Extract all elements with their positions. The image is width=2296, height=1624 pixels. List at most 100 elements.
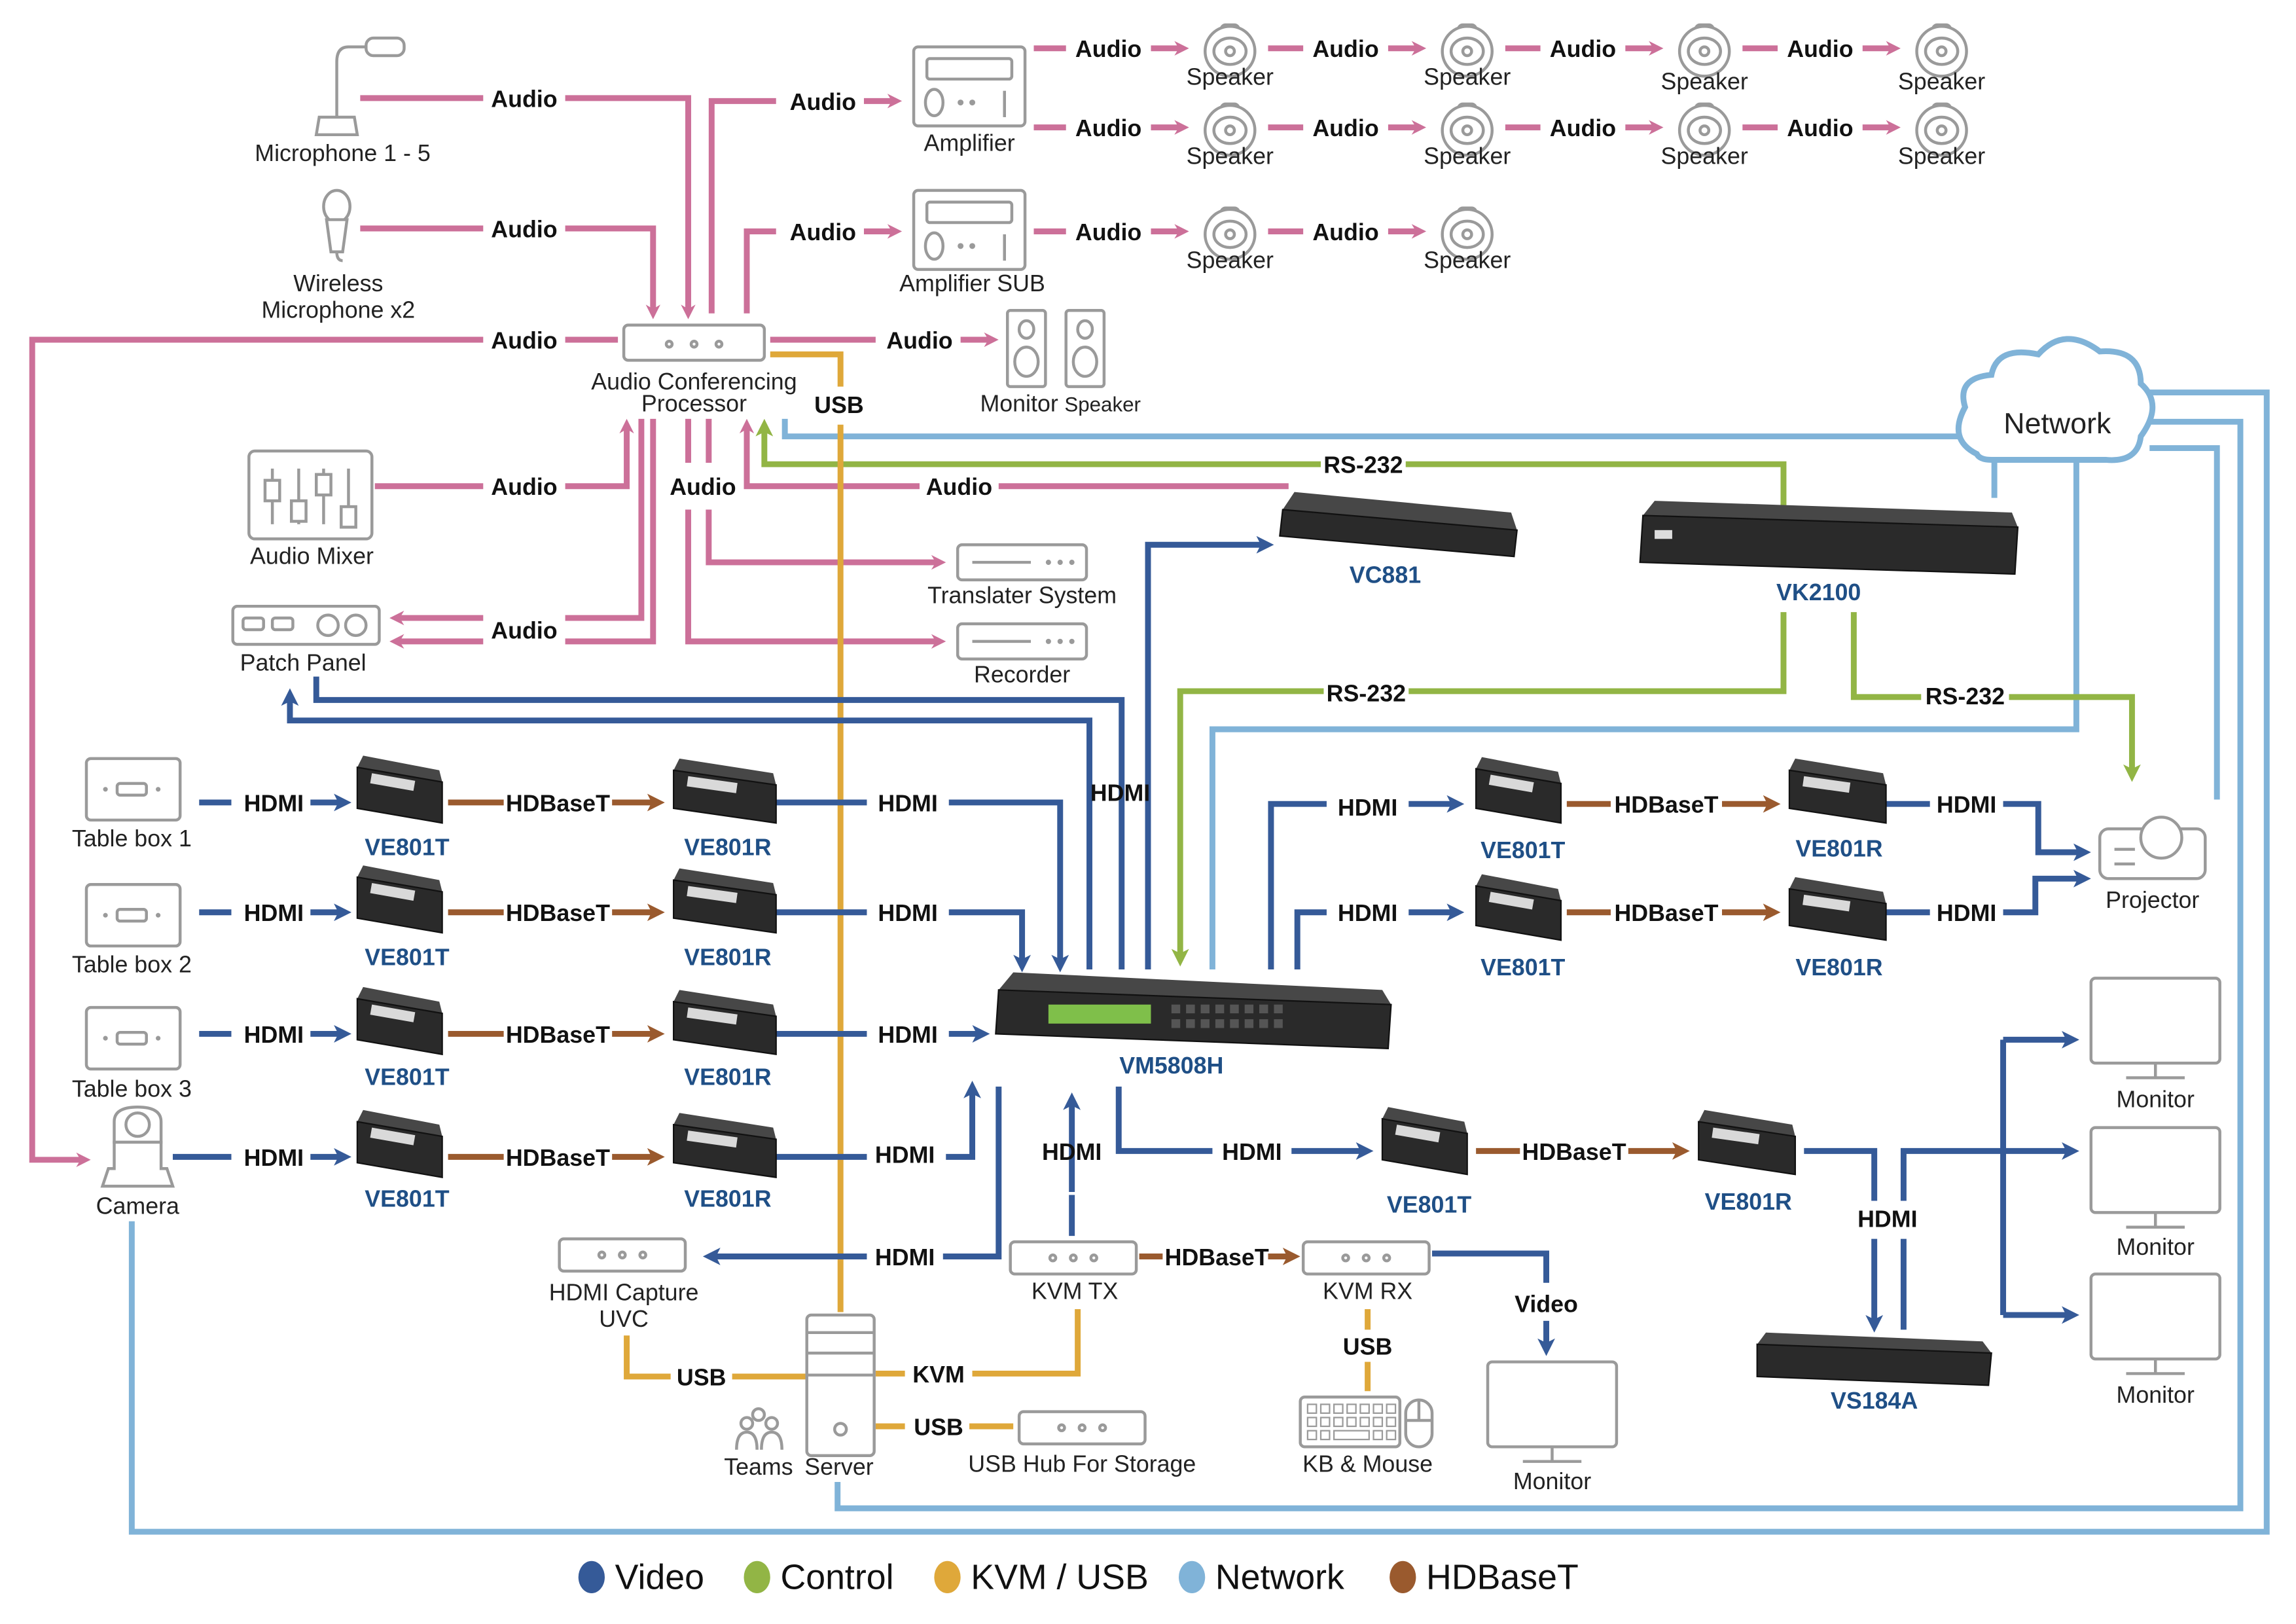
- audio-label: Audio: [1075, 219, 1141, 245]
- hdmi-capture-label-1: HDMI Capture: [549, 1280, 699, 1306]
- audio-label: Audio: [1787, 115, 1853, 141]
- hdmi-label: HDMI: [875, 1244, 935, 1271]
- ve801t-node: VE801T: [356, 755, 450, 860]
- speaker-node: Speaker: [1661, 23, 1748, 94]
- kvm-label: KVM: [912, 1362, 965, 1388]
- vc881-node: VC881: [1279, 492, 1518, 588]
- usb-hub-label: USB Hub For Storage: [968, 1451, 1196, 1477]
- legend-label-hdbaset: HDBaseT: [1426, 1557, 1579, 1597]
- ve801r-label: VE801R: [684, 1185, 771, 1212]
- audio-conferencing-processor-node: Audio Conferencing Processor: [591, 323, 797, 417]
- ve801r-device-icon: [1788, 758, 1887, 824]
- server-tower-icon: [805, 1313, 876, 1457]
- control-lines: [755, 418, 2141, 967]
- microphone-node: Microphone 1 - 5: [255, 36, 431, 166]
- ve801r-node: VE801R: [673, 990, 777, 1091]
- microphone-icon: [314, 36, 406, 137]
- hdmi-label: HDMI: [244, 790, 304, 816]
- translater-label: Translater System: [927, 583, 1117, 609]
- usb-label: USB: [814, 392, 864, 418]
- speaker-label: Speaker: [1187, 247, 1274, 273]
- audio-label: Audio: [1075, 36, 1141, 62]
- monitor-label: Monitor: [1513, 1468, 1591, 1494]
- wireless-mic-label-1: Wireless: [293, 270, 383, 297]
- hdmi-wall-plate-icon: [84, 883, 182, 948]
- monitor-speaker-node: Monitor Speaker: [980, 309, 1141, 417]
- rack-device-icon: [1009, 1240, 1138, 1276]
- amplifier-icon: [912, 45, 1027, 128]
- ve801t-label: VE801T: [365, 944, 449, 970]
- monitor-icon: [2089, 977, 2221, 1079]
- ve801r-label: VE801R: [1795, 954, 1882, 981]
- teams-node: Teams: [724, 1407, 793, 1480]
- monitor-node: Monitor: [2089, 1126, 2221, 1260]
- camera-node: Camera: [96, 1106, 179, 1219]
- table-box-1-label: Table box 1: [72, 825, 192, 852]
- legend-item-network: Network: [1178, 1557, 1344, 1597]
- speaker-node: Speaker: [1187, 102, 1274, 170]
- ve801r-device-icon: [673, 1113, 777, 1178]
- ve801t-node: VE801T: [1381, 1107, 1471, 1218]
- amplifier-label: Amplifier: [924, 130, 1014, 156]
- hdmi-label: HDMI: [878, 790, 937, 816]
- recorder-label: Recorder: [974, 662, 1070, 688]
- ve801t-label: VE801T: [365, 1064, 449, 1091]
- speaker-label: Speaker: [1424, 247, 1511, 273]
- ve801t-device-icon: [356, 865, 443, 934]
- table-box-3-label: Table box 3: [72, 1076, 192, 1102]
- wireless-mic-label-2: Microphone x2: [261, 297, 415, 323]
- rs232-label: RS-232: [1323, 452, 1403, 478]
- ve801t-device-icon: [356, 755, 443, 824]
- projector-label: Projector: [2106, 887, 2199, 913]
- legend-swatch-kvm-usb: [934, 1561, 961, 1594]
- audio-label: Audio: [1312, 36, 1378, 62]
- speaker-label: Speaker: [1898, 68, 1985, 94]
- vs184a-device-icon: [1756, 1332, 1992, 1386]
- legend-item-video: Video: [578, 1557, 704, 1597]
- vs184a-label: VS184A: [1831, 1388, 1918, 1414]
- ve801t-device-icon: [356, 1110, 443, 1178]
- audio-label: Audio: [491, 474, 557, 500]
- ve801t-node: VE801T: [1475, 874, 1566, 981]
- ve801t-node: VE801T: [1475, 757, 1566, 863]
- ve801r-node: VE801R: [673, 1113, 777, 1212]
- ve801r-label: VE801R: [684, 1064, 771, 1091]
- audio-label: Audio: [1550, 115, 1616, 141]
- legend-item-control: Control: [744, 1557, 894, 1597]
- amplifier-sub-label: Amplifier SUB: [899, 270, 1045, 297]
- audio-label: Audio: [491, 216, 557, 242]
- kb-mouse-label: KB & Mouse: [1302, 1451, 1433, 1477]
- ceiling-speaker-icon: [1915, 23, 1968, 78]
- hdmi-label: HDMI: [1857, 1206, 1917, 1233]
- rs232-label: RS-232: [1327, 681, 1406, 707]
- speaker-node: Speaker: [1898, 23, 1985, 94]
- ceiling-speaker-icon: [1441, 102, 1494, 157]
- ve801t-device-icon: [1475, 757, 1562, 824]
- speaker-label: Speaker: [1187, 64, 1274, 90]
- ve801r-device-icon: [673, 990, 777, 1056]
- monitor-node: Monitor: [2089, 977, 2221, 1112]
- video-lines: [172, 535, 2091, 1356]
- monitor-icon: [1486, 1360, 1619, 1463]
- speaker-node: Speaker: [1424, 206, 1511, 273]
- hdbaset-label: HDBaseT: [1614, 900, 1718, 926]
- microphone-label: Microphone 1 - 5: [255, 140, 431, 166]
- ve801t-label: VE801T: [1387, 1191, 1471, 1218]
- ve801r-node: VE801R: [1788, 758, 1887, 862]
- usb-label: USB: [1343, 1333, 1393, 1360]
- ve801r-label: VE801R: [1795, 836, 1882, 862]
- audio-label: Audio: [491, 617, 557, 643]
- ve801r-device-icon: [1698, 1110, 1796, 1176]
- teams-label: Teams: [724, 1454, 793, 1480]
- legend-label-network: Network: [1215, 1557, 1344, 1597]
- legend-item-hdbaset: HDBaseT: [1390, 1557, 1579, 1597]
- ve801t-node: VE801T: [356, 986, 450, 1091]
- hdbaset-lines: [448, 793, 1781, 1265]
- network-lines: [128, 389, 2270, 1535]
- audio-label: Audio: [1312, 115, 1378, 141]
- hdmi-label: HDMI: [878, 1022, 937, 1048]
- speaker-label: Speaker: [1661, 68, 1748, 94]
- connection-labels: Audio Audio Audio Audio Audio Audio Audi…: [244, 36, 2005, 1440]
- hdbaset-label: HDBaseT: [506, 1022, 610, 1048]
